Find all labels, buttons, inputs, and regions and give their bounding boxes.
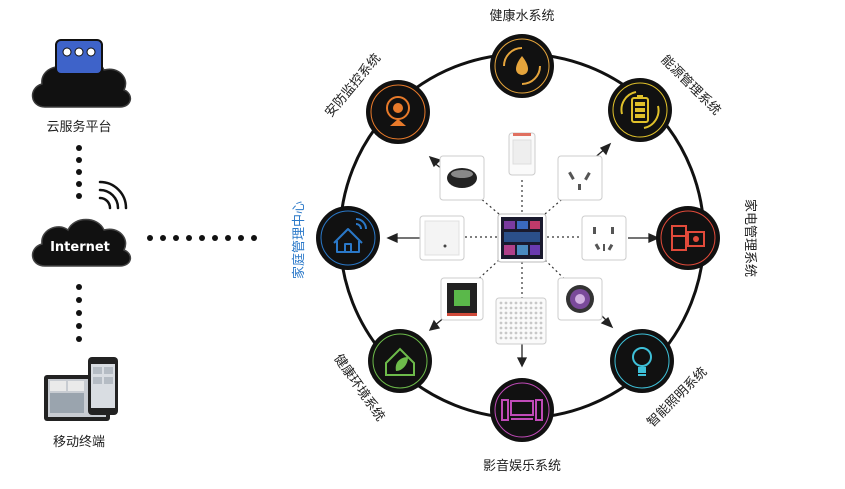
light-switch-device (419, 215, 465, 261)
arrow-head (386, 232, 398, 244)
arrow-head (599, 142, 612, 156)
appliance-icon (671, 225, 705, 251)
system-label-appliance: 家电管理系统 (742, 199, 758, 277)
arrow-head (516, 357, 528, 368)
water-purifier-device (508, 132, 536, 176)
arrow-head (428, 319, 441, 331)
dotted-link-internet-mobile (76, 284, 82, 342)
system-node-energy: 能源管理系统 (608, 53, 723, 142)
system-node-water: 健康水系统 (489, 8, 555, 98)
security-camera-device (439, 155, 485, 201)
power-socket-device (557, 155, 603, 201)
internet-cloud-shape (31, 218, 132, 267)
smart-knob-device (557, 277, 603, 321)
arrow-head (648, 232, 660, 244)
node-ring (370, 84, 426, 140)
hub-center-label: 家庭管理中心 (291, 201, 307, 279)
system-node-security: 安防监控系统 (322, 50, 430, 144)
arrow-head (600, 316, 614, 329)
mobile-devices-node (44, 357, 118, 421)
node-ring (372, 333, 428, 389)
system-label-media: 影音娱乐系统 (483, 458, 561, 474)
system-label-water: 健康水系统 (489, 8, 554, 24)
home-wifi-icon (333, 218, 367, 253)
dotted-link-cloud-internet (76, 145, 82, 199)
system-node-media: 影音娱乐系统 (483, 378, 561, 474)
node-ring (660, 210, 716, 266)
battery-icon (620, 91, 660, 129)
node-ring (494, 382, 550, 438)
system-node-appliance: 家电管理系统 (656, 199, 758, 277)
ceiling-speaker-device (495, 297, 547, 345)
central-control-panel (497, 213, 547, 263)
camera-icon (386, 96, 410, 126)
node-ring (612, 82, 668, 138)
server-icon (55, 39, 103, 75)
environment-panel-device (440, 277, 484, 321)
home-center-node (316, 206, 380, 270)
cloud-service-label: 云服务平台 (46, 119, 111, 135)
inner-device-ring (419, 132, 627, 345)
water-drop-icon (503, 47, 541, 85)
mobile-label: 移动终端 (53, 434, 105, 450)
wifi-signal-icon (98, 180, 128, 210)
system-node-lighting: 智能照明系统 (610, 329, 710, 430)
node-ring (614, 333, 670, 389)
internet-label: Internet (50, 240, 110, 255)
leaf-house-icon (385, 347, 415, 376)
node-ring (494, 38, 550, 94)
node-disc (490, 378, 554, 442)
node-disc (610, 329, 674, 393)
arrow-head (428, 155, 442, 168)
wall-socket-device (581, 215, 627, 261)
system-node-environment: 健康环境系统 (330, 329, 432, 424)
light-bulb-icon (632, 347, 652, 376)
cloud-service-node (31, 39, 132, 108)
home-theater-icon (501, 399, 543, 421)
outward-arrows (386, 142, 660, 368)
dotted-link-internet-hub (147, 235, 257, 241)
internet-node: Internet (31, 180, 132, 267)
